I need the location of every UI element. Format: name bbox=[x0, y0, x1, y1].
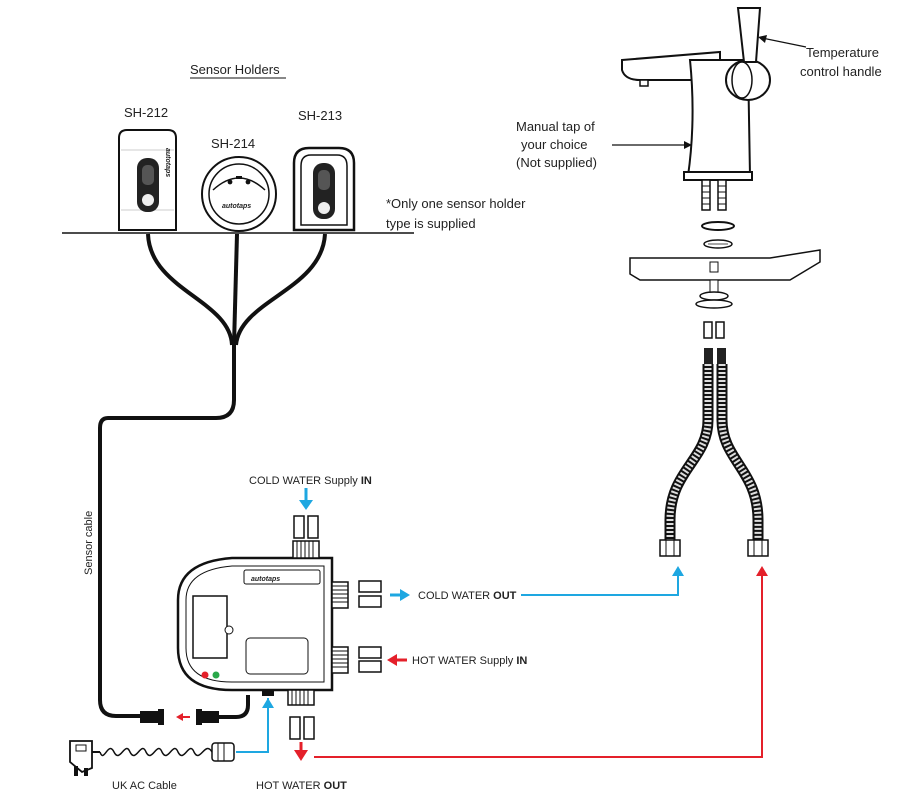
sensor-holder-sh212: autotaps bbox=[118, 129, 177, 231]
control-box: autotaps bbox=[176, 556, 334, 696]
hot-in-fitting bbox=[331, 646, 382, 674]
cold-out-line bbox=[521, 575, 679, 596]
basin-top bbox=[629, 249, 821, 281]
power-socket bbox=[262, 690, 274, 696]
power-connection-line bbox=[236, 698, 269, 753]
sensor-cable-label: Sensor cable bbox=[83, 511, 95, 575]
hot-water-out-label: HOT WATER OUT bbox=[256, 780, 347, 792]
uk-ac-cable-label: UK AC Cable bbox=[112, 780, 177, 792]
sh214-brand: autotaps bbox=[222, 203, 251, 210]
sensor-model-sh212: SH-212 bbox=[124, 105, 168, 120]
red-indicator-led bbox=[201, 671, 209, 679]
connection-arrow bbox=[176, 713, 190, 721]
sensor-holders-section: Sensor Holders SH-212 SH-214 SH-213 auto… bbox=[62, 62, 526, 234]
sensor-cable-harness bbox=[98, 233, 327, 718]
cold-water-in-label: COLD WATER Supply IN bbox=[249, 475, 372, 487]
tap-label-line3: (Not supplied) bbox=[516, 155, 597, 170]
handle-label-callout: Temperature control handle bbox=[758, 35, 882, 79]
sensor-model-sh214: SH-214 bbox=[211, 136, 255, 151]
hot-out-fitting bbox=[287, 689, 315, 740]
control-box-brand: autotaps bbox=[251, 576, 280, 583]
sensor-holder-sh214: autotaps bbox=[201, 156, 277, 232]
green-indicator-led bbox=[212, 671, 220, 679]
handle-label-line2: control handle bbox=[800, 64, 882, 79]
sensor-cable-connector bbox=[140, 695, 250, 725]
sh212-brand: autotaps bbox=[164, 148, 171, 177]
tap-label-line2: your choice bbox=[521, 137, 587, 152]
handle-label-line1: Temperature bbox=[806, 45, 879, 60]
hot-out-line bbox=[314, 575, 763, 758]
hot-water-in-label: HOT WATER Supply IN bbox=[412, 655, 527, 667]
uk-plug-icon bbox=[69, 740, 93, 776]
temperature-lever bbox=[736, 7, 762, 63]
sensor-holders-title: Sensor Holders bbox=[190, 62, 280, 77]
hot-out-line-arrowhead bbox=[756, 566, 768, 576]
cold-out-arrow bbox=[390, 589, 410, 601]
manual-tap bbox=[621, 7, 771, 249]
uk-ac-cable bbox=[92, 742, 235, 762]
sensor-model-sh213: SH-213 bbox=[298, 108, 342, 123]
sensor-note-line1: *Only one sensor holder bbox=[386, 196, 526, 211]
tap-label-callout: Manual tap of your choice (Not supplied) bbox=[516, 119, 692, 170]
flexible-hoses bbox=[659, 348, 769, 557]
cold-in-fitting bbox=[292, 515, 320, 559]
cold-in-arrow bbox=[299, 488, 313, 510]
power-line-arrowhead bbox=[262, 698, 274, 708]
battery-compartment bbox=[192, 595, 228, 659]
valve-cover bbox=[245, 637, 309, 675]
hot-in-arrow bbox=[387, 654, 407, 666]
cold-out-fitting bbox=[331, 580, 382, 609]
sensor-note-line2: type is supplied bbox=[386, 216, 476, 231]
tap-label-line1: Manual tap of bbox=[516, 119, 595, 134]
cold-water-out-label: COLD WATER OUT bbox=[418, 590, 517, 602]
mounting-hardware bbox=[695, 279, 733, 339]
cold-out-line-arrowhead bbox=[672, 566, 684, 576]
hot-out-arrow bbox=[294, 742, 308, 761]
sensor-holder-sh213 bbox=[292, 146, 356, 232]
